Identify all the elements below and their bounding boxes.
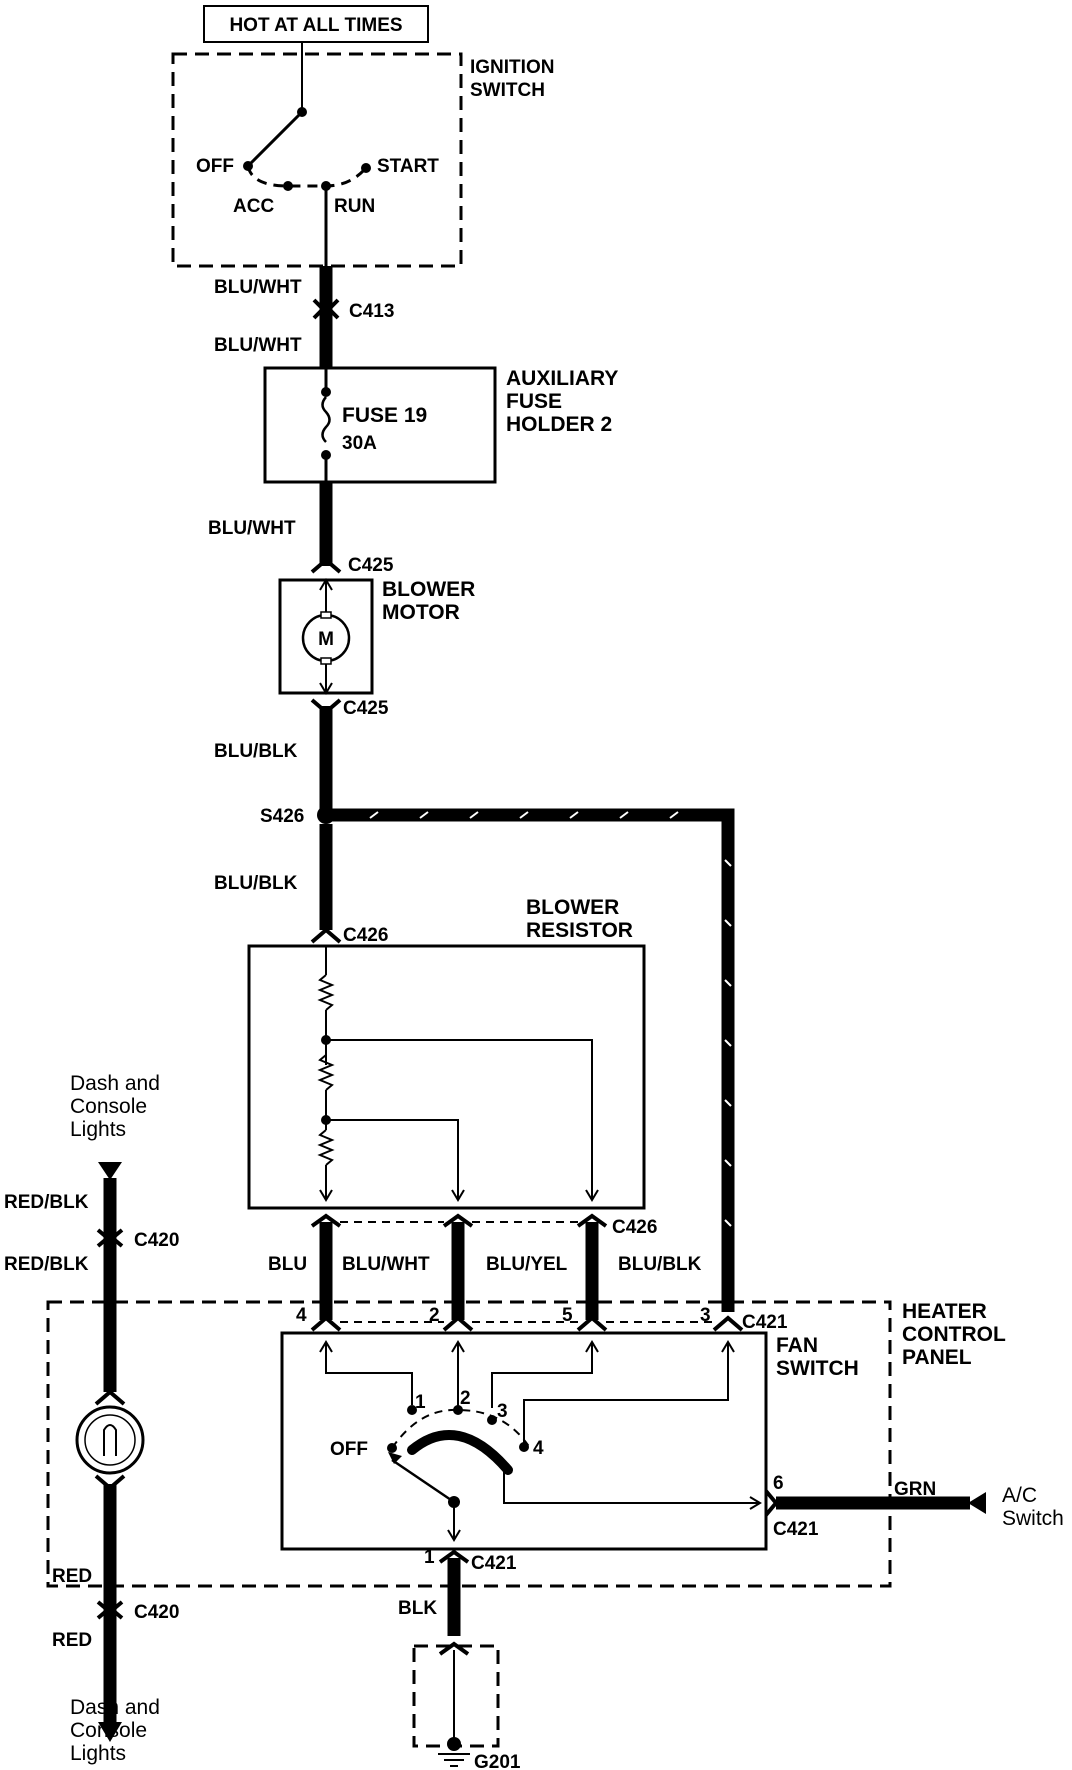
dash-lights-top-label: Dash and <box>70 1072 160 1095</box>
blower-motor: BLOWER MOTOR M <box>278 578 475 695</box>
dash-lights-bottom-label-3: Lights <box>70 1742 126 1765</box>
wire-blower-to-splice: C425 BLU/BLK S426 <box>214 698 389 827</box>
connector-c413: C413 <box>349 301 394 322</box>
ac-switch-connection: 6 C421 GRN A/C Switch <box>764 1473 1064 1540</box>
feed-wire-fuse-to-blower: BLU/WHT C425 <box>208 482 394 576</box>
dash-lights-bottom-label-2: Console <box>70 1719 147 1742</box>
switch-position-2: 2 <box>460 1388 471 1409</box>
heater-control-panel-label: HEATER <box>902 1300 987 1323</box>
wire-color-blu-wht-4: BLU/WHT <box>342 1254 430 1275</box>
feed-wire-ignition-to-fuse: BLU/WHT C413 BLU/WHT <box>214 266 394 368</box>
off-position-label: OFF <box>196 156 234 177</box>
pin-6-label: 6 <box>773 1473 784 1494</box>
ignition-switch-label-2: SWITCH <box>470 80 545 101</box>
wire-color-red-blk-1: RED/BLK <box>4 1192 89 1213</box>
switch-position-4: 4 <box>533 1438 544 1459</box>
ac-switch-label-2: Switch <box>1002 1507 1064 1530</box>
pin-4-label: 4 <box>296 1305 307 1326</box>
wire-color-blu-yel: BLU/YEL <box>486 1254 568 1275</box>
auxiliary-fuse-holder: AUXILIARY FUSE HOLDER 2 FUSE 19 30A <box>263 366 618 484</box>
connector-c426-bottom: C426 <box>612 1217 657 1238</box>
blower-resistor-label-2: RESISTOR <box>526 919 633 942</box>
aux-fuse-holder-label: AUXILIARY <box>506 367 618 390</box>
fan-switch-label: FAN <box>776 1334 818 1357</box>
fan-switch: FAN SWITCH 1 2 3 4 OFF <box>280 1331 859 1551</box>
resistor-output-wires: C426 BLU BLU/WHT BLU/YEL BLU/BLK <box>268 1213 702 1320</box>
acc-position-label: ACC <box>233 196 274 217</box>
wire-color-red-2: RED <box>52 1630 92 1651</box>
aux-fuse-holder-label-2: FUSE <box>506 390 562 413</box>
connector-c420-top: C420 <box>134 1230 179 1251</box>
ground-g201: G201 <box>474 1752 521 1770</box>
switch-position-3: 3 <box>497 1401 508 1422</box>
connector-c425-bottom: C425 <box>343 698 389 719</box>
heater-control-panel-label-2: CONTROL <box>902 1323 1006 1346</box>
wire-color-blu-wht-2: BLU/WHT <box>214 335 302 356</box>
dash-lights-bottom-label: Dash and <box>70 1696 160 1719</box>
fan-switch-label-2: SWITCH <box>776 1357 859 1380</box>
wire-color-blu-blk-1: BLU/BLK <box>214 741 298 762</box>
switch-off-label: OFF <box>330 1439 368 1460</box>
start-position-label: START <box>377 156 439 177</box>
connector-c420-bottom: C420 <box>134 1602 179 1623</box>
wire-color-red-blk-2: RED/BLK <box>4 1254 89 1275</box>
ignition-switch-label: IGNITION <box>470 57 554 78</box>
blower-resistor-label: BLOWER <box>526 896 619 919</box>
run-position-label: RUN <box>334 196 375 217</box>
connector-c426-top: C426 <box>343 925 388 946</box>
blower-resistor: BLOWER RESISTOR <box>247 896 646 1210</box>
pin-5-label: 5 <box>562 1305 573 1326</box>
fuse-rating-label: 30A <box>342 433 377 454</box>
blower-motor-label: BLOWER <box>382 578 475 601</box>
wire-color-blk: BLK <box>398 1598 437 1619</box>
ac-switch-label: A/C <box>1002 1484 1037 1507</box>
heater-control-panel: HEATER CONTROL PANEL 4 2 5 3 C421 <box>46 1300 1006 1588</box>
connector-c425-top: C425 <box>348 555 394 576</box>
high-speed-wire <box>332 808 735 1312</box>
motor-symbol-label: M <box>318 629 334 650</box>
fuse-19-label: FUSE 19 <box>342 404 427 427</box>
switch-position-1: 1 <box>415 1392 426 1413</box>
wire-color-red-1: RED <box>52 1566 92 1587</box>
hot-at-all-times-text: HOT AT ALL TIMES <box>229 15 402 36</box>
splice-s426: S426 <box>260 806 304 827</box>
wire-color-blu: BLU <box>268 1254 307 1275</box>
wire-color-blu-blk-2: BLU/BLK <box>214 873 298 894</box>
dash-lights-circuit: Dash and Console Lights RED/BLK C420 RED… <box>4 1072 179 1765</box>
heater-control-panel-label-3: PANEL <box>902 1346 972 1369</box>
power-source-label: HOT AT ALL TIMES <box>203 5 429 43</box>
blower-motor-label-2: MOTOR <box>382 601 460 624</box>
connector-c421-c: C421 <box>471 1553 517 1574</box>
connector-c421-a: C421 <box>742 1312 788 1333</box>
wire-color-grn: GRN <box>894 1479 936 1500</box>
pin-1-label: 1 <box>424 1547 435 1568</box>
pin-3-label: 3 <box>700 1305 711 1326</box>
ignition-switch: IGNITION SWITCH OFF START ACC RUN <box>171 42 554 268</box>
ground-path: 1 C421 BLK G201 <box>398 1547 521 1770</box>
wire-color-blu-wht-1: BLU/WHT <box>214 277 302 298</box>
pin-2-label: 2 <box>429 1305 440 1326</box>
connector-c421-b: C421 <box>773 1519 819 1540</box>
wire-color-blu-blk-3: BLU/BLK <box>618 1254 702 1275</box>
dash-lights-top-label-2: Console <box>70 1095 147 1118</box>
dash-lights-top-label-3: Lights <box>70 1118 126 1141</box>
wire-color-blu-wht-3: BLU/WHT <box>208 518 296 539</box>
aux-fuse-holder-label-3: HOLDER 2 <box>506 413 612 436</box>
wire-splice-to-resistor: BLU/BLK C426 <box>214 824 388 946</box>
